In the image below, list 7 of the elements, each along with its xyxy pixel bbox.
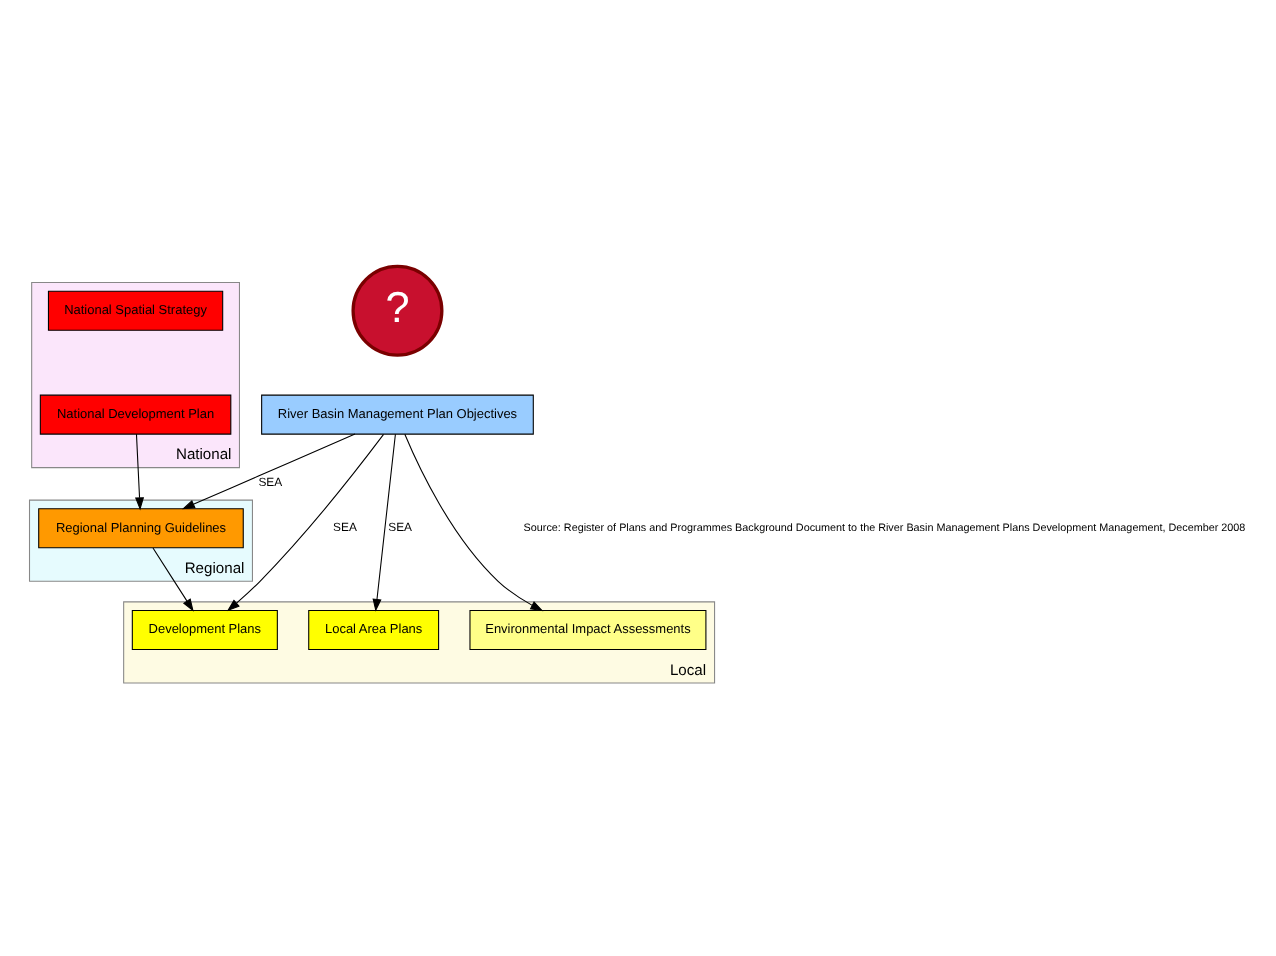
arrow (226, 432, 385, 611)
arrow (404, 432, 544, 611)
arrow (372, 432, 396, 611)
node-circle: ? (351, 263, 444, 356)
arrow (152, 546, 194, 611)
arrow (181, 432, 356, 509)
arrow (135, 432, 145, 510)
